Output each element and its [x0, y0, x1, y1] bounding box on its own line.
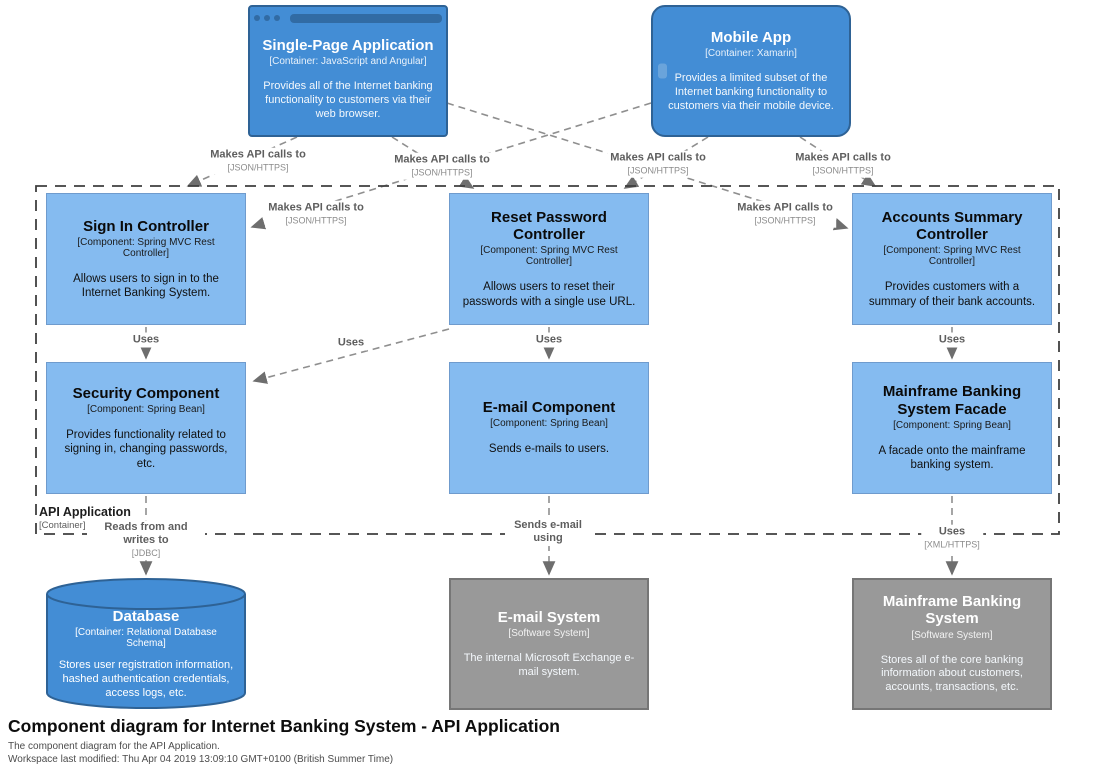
- relationship-text: Makes API calls to: [795, 151, 891, 164]
- node-database[interactable]: Database [Container: Relational Database…: [46, 578, 246, 710]
- api-application-boundary-label: API Application [Container]: [39, 505, 131, 531]
- line-spa-to-resetpwd: [391, 136, 475, 189]
- relationship-text: Uses: [337, 336, 365, 349]
- relationship-label-mobile-to-signin: Makes API calls to [JSON/HTTPS]: [265, 200, 367, 228]
- relationship-label-signin-to-security: Uses: [129, 332, 163, 348]
- node-mobile-app[interactable]: Mobile App [Container: Xamarin] Provides…: [651, 5, 851, 137]
- relationship-text: Reads from and writes to: [104, 521, 188, 547]
- relationship-technology: [XML/HTTPS]: [924, 539, 980, 550]
- node-meta: [Software System]: [508, 627, 590, 639]
- node-title: Reset Password Controller: [491, 208, 607, 244]
- line-resetpwd-to-security: [252, 328, 450, 384]
- relationship-label-spa-to-accounts: Makes API calls to [JSON/HTTPS]: [734, 200, 836, 228]
- node-meta: [Container: JavaScript and Angular]: [269, 56, 427, 67]
- node-title: Sign In Controller: [83, 217, 209, 235]
- node-meta: [Component: Spring MVC Rest Controller]: [77, 236, 215, 259]
- node-accounts-summary-controller[interactable]: Accounts Summary Controller [Component: …: [852, 193, 1052, 325]
- node-mainframe-banking-system[interactable]: Mainframe Banking System [Software Syste…: [852, 578, 1052, 710]
- relationship-label-email-to-emailsystem: Sends e-mail using: [505, 518, 591, 546]
- node-description: Allows users to reset their passwords wi…: [462, 281, 636, 308]
- relationship-label-security-to-database: Reads from and writes to [JDBC]: [87, 520, 205, 560]
- node-meta: [Component: Spring Bean]: [87, 404, 205, 416]
- node-title: Mainframe Banking System Facade: [882, 383, 1022, 418]
- node-single-page-application[interactable]: Single-Page Application [Container: Java…: [248, 5, 448, 137]
- node-security-component[interactable]: Security Component [Component: Spring Be…: [46, 362, 246, 494]
- node-meta: [Component: Spring MVC Rest Controller]: [480, 245, 618, 268]
- browser-control-dot-icon: [254, 15, 260, 21]
- relationship-text: Uses: [938, 333, 966, 346]
- node-email-system[interactable]: E-mail System [Software System] The inte…: [449, 578, 649, 710]
- relationship-technology: [JSON/HTTPS]: [812, 165, 874, 176]
- node-description: The internal Microsoft Exchange e-mail s…: [463, 651, 635, 678]
- node-description: Provides all of the Internet banking fun…: [263, 80, 433, 120]
- node-title: Accounts Summary Controller: [881, 208, 1023, 244]
- node-description: Allows users to sign in to the Internet …: [73, 272, 219, 300]
- node-description: A facade onto the mainframe banking syst…: [878, 444, 1026, 472]
- relationship-technology: [JSON/HTTPS]: [411, 167, 473, 178]
- line-mobile-to-accounts: [799, 136, 877, 187]
- tablet-home-button-icon: [658, 63, 667, 79]
- node-title: Security Component: [72, 384, 220, 402]
- relationship-label-facade-to-mainframe: Uses [XML/HTTPS]: [921, 524, 983, 552]
- node-title: E-mail Component: [482, 399, 616, 417]
- browser-control-dot-icon: [264, 15, 270, 21]
- browser-control-dot-icon: [274, 15, 280, 21]
- relationship-technology: [JSON/HTTPS]: [754, 215, 816, 226]
- node-title: Mainframe Banking System: [882, 593, 1022, 628]
- node-email-component[interactable]: E-mail Component [Component: Spring Bean…: [449, 362, 649, 494]
- node-title: E-mail System: [497, 608, 601, 626]
- relationship-technology: [JSON/HTTPS]: [627, 165, 689, 176]
- diagram-title: Component diagram for Internet Banking S…: [8, 716, 560, 736]
- relationship-label-spa-to-resetpwd: Makes API calls to [JSON/HTTPS]: [391, 152, 493, 180]
- relationship-text: Makes API calls to: [610, 151, 706, 164]
- node-sign-in-controller[interactable]: Sign In Controller [Component: Spring MV…: [46, 193, 246, 325]
- relationship-label-resetpwd-to-security: Uses: [334, 335, 368, 351]
- browser-address-bar-icon: [290, 13, 442, 23]
- relationship-technology: [JSON/HTTPS]: [285, 215, 347, 226]
- node-description: Provides customers with a summary of the…: [868, 281, 1036, 308]
- node-description: Sends e-mails to users.: [488, 443, 610, 456]
- node-meta: [Container: Relational Database Schema]: [75, 627, 217, 650]
- diagram-footer: Component diagram for Internet Banking S…: [8, 716, 560, 765]
- relationship-text: Makes API calls to: [268, 201, 364, 214]
- node-title: Database: [112, 608, 180, 625]
- relationship-technology: [JSON/HTTPS]: [227, 162, 289, 173]
- boundary-name: API Application: [39, 505, 131, 519]
- node-description: Stores all of the core banking informati…: [880, 653, 1024, 694]
- node-meta: [Component: Spring Bean]: [893, 419, 1011, 431]
- node-description: Provides functionality related to signin…: [64, 429, 228, 470]
- diagram-subtitle: The component diagram for the API Applic…: [8, 741, 220, 752]
- relationship-technology: [JDBC]: [131, 548, 161, 559]
- relationship-label-resetpwd-to-email: Uses: [532, 332, 566, 348]
- relationship-text: Uses: [132, 333, 160, 346]
- relationship-label-spa-to-signin: Makes API calls to [JSON/HTTPS]: [207, 147, 309, 175]
- relationship-label-accounts-to-facade: Uses: [935, 332, 969, 348]
- node-mainframe-banking-system-facade[interactable]: Mainframe Banking System Facade [Compone…: [852, 362, 1052, 494]
- node-meta: [Container: Xamarin]: [705, 48, 797, 59]
- node-title: Single-Page Application: [262, 36, 434, 54]
- browser-chrome-icon: [254, 11, 442, 25]
- node-meta: [Component: Spring MVC Rest Controller]: [883, 245, 1021, 268]
- node-reset-password-controller[interactable]: Reset Password Controller [Component: Sp…: [449, 193, 649, 325]
- node-description: Stores user registration information, ha…: [58, 659, 234, 699]
- node-meta: [Component: Spring Bean]: [490, 418, 608, 430]
- relationship-text: Uses: [535, 333, 563, 346]
- relationship-text: Makes API calls to: [394, 153, 490, 166]
- relationship-text: Uses: [938, 525, 966, 538]
- diagram-last-modified: Workspace last modified: Thu Apr 04 2019…: [8, 754, 394, 765]
- boundary-meta: [Container]: [39, 519, 86, 531]
- node-description: Provides a limited subset of the Interne…: [668, 72, 834, 112]
- relationship-text: Sends e-mail using: [514, 519, 582, 544]
- relationship-text: Makes API calls to: [210, 148, 306, 161]
- node-meta: [Software System]: [911, 629, 993, 641]
- node-title: Mobile App: [710, 28, 792, 46]
- relationship-text: Makes API calls to: [737, 201, 833, 214]
- relationship-label-mobile-to-resetpwd: Makes API calls to [JSON/HTTPS]: [607, 150, 709, 178]
- database-cylinder-icon: [46, 578, 246, 709]
- line-spa-to-signin: [186, 136, 298, 187]
- relationship-label-mobile-to-accounts: Makes API calls to [JSON/HTTPS]: [792, 150, 894, 178]
